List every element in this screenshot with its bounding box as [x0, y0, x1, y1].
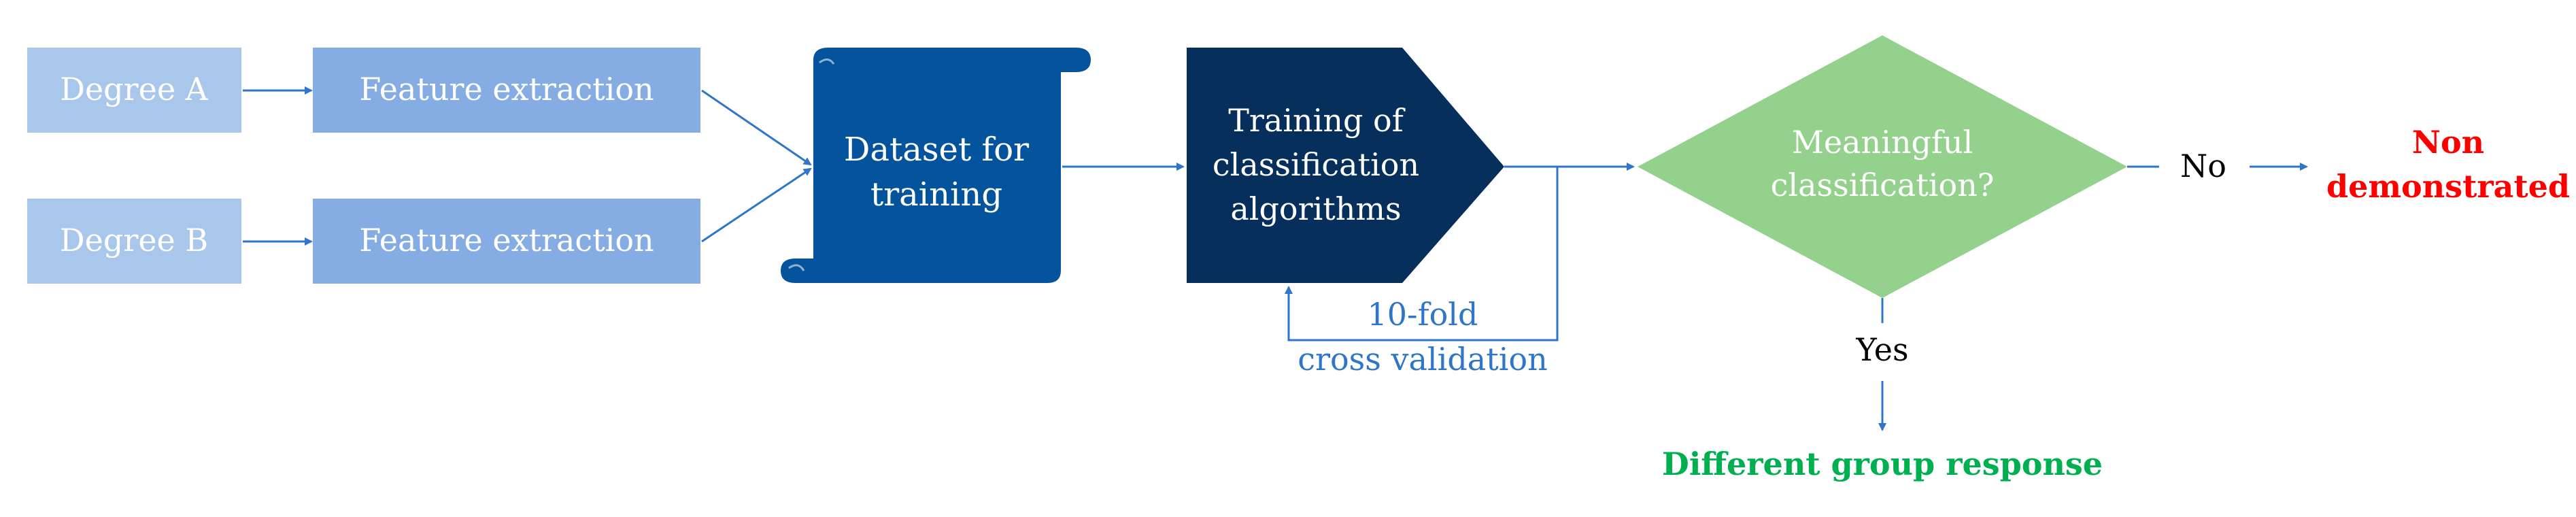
negative-outcome-line2: demonstrated — [2326, 168, 2570, 205]
degree-a-box — [27, 48, 241, 133]
decision-label-line1: Meaningful — [1792, 124, 1973, 161]
arrow-feature-a-to-dataset — [701, 89, 812, 166]
feature-extraction-a-label: Feature extraction — [359, 71, 654, 107]
positive-outcome: Different group response — [1662, 446, 2103, 482]
dataset-scroll-shape — [781, 48, 1091, 283]
decision-label-line2: classification? — [1771, 167, 1995, 203]
feature-extraction-a-box — [313, 48, 700, 133]
cross-validation-label-line1: 10-fold — [1368, 296, 1478, 333]
training-label-line2: classification — [1213, 146, 1419, 183]
yes-label: Yes — [1855, 331, 1908, 368]
training-label-line1: Training of — [1228, 102, 1406, 139]
degree-b-label: Degree B — [60, 222, 208, 258]
degree-b-box — [27, 199, 241, 284]
training-label-line3: algorithms — [1230, 190, 1401, 227]
cross-validation-label-line2: cross validation — [1298, 341, 1548, 378]
training-pentagon-shape — [1187, 48, 1504, 283]
dataset-label-line2: training — [870, 176, 1002, 214]
feature-extraction-b-label: Feature extraction — [359, 222, 654, 258]
negative-outcome-line1: Non — [2412, 124, 2484, 161]
cross-validation-loop — [1285, 167, 1559, 341]
dataset-label-line1: Dataset for — [844, 131, 1029, 169]
decision-diamond-shape — [1638, 35, 2127, 298]
arrow-feature-b-to-dataset — [701, 167, 812, 243]
feature-extraction-b-box — [313, 199, 700, 284]
no-label: No — [2180, 148, 2226, 184]
degree-a-label: Degree A — [60, 71, 209, 107]
